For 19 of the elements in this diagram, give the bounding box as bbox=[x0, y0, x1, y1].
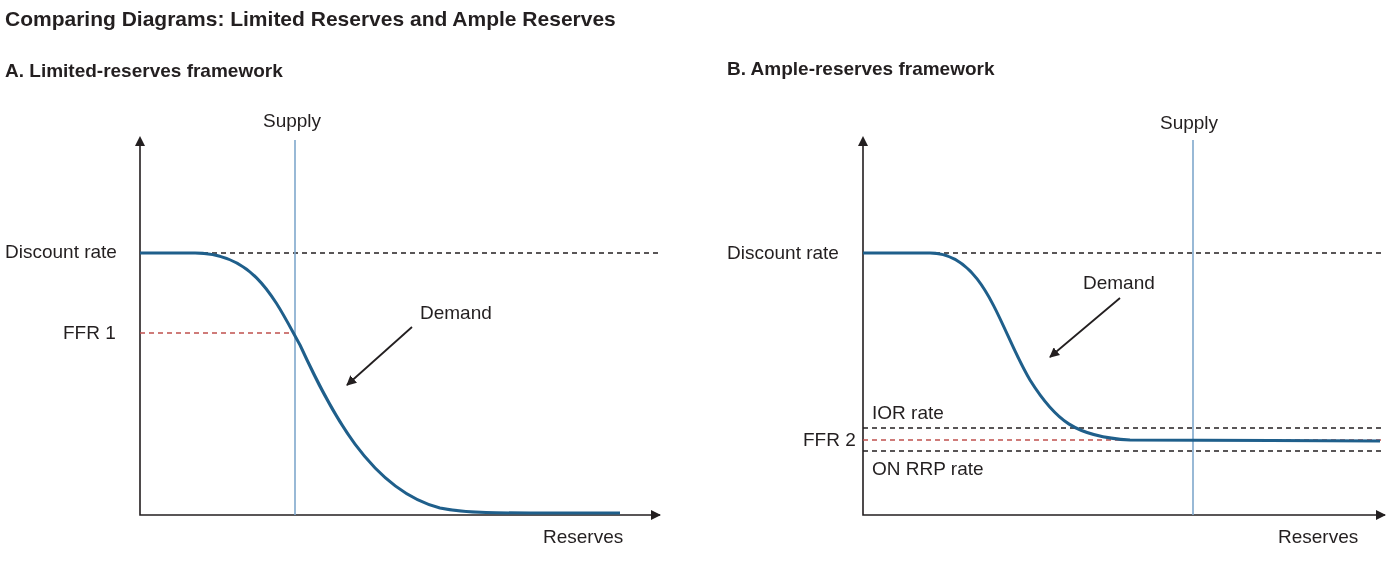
axis-label: IOR rate bbox=[872, 402, 944, 424]
axis-label: Supply bbox=[1160, 112, 1219, 134]
curve-label: Demand bbox=[1083, 272, 1155, 294]
demand-curve bbox=[140, 251, 620, 515]
leader-arrow bbox=[346, 326, 413, 386]
axis-label: FFR 2 bbox=[803, 429, 856, 451]
axis-label: Discount rate bbox=[5, 241, 117, 263]
axis-label: Discount rate bbox=[727, 242, 839, 264]
leader-arrow bbox=[1049, 297, 1121, 358]
curve-label: Demand bbox=[420, 302, 492, 324]
panel-heading: A. Limited-reserves framework bbox=[5, 60, 283, 82]
axis-label: FFR 1 bbox=[63, 322, 116, 344]
demand-curve bbox=[863, 251, 1380, 443]
axis-label: ON RRP rate bbox=[872, 458, 984, 480]
panel-heading: B. Ample-reserves framework bbox=[727, 58, 995, 80]
axis-label: Supply bbox=[263, 110, 322, 132]
axis-label: Reserves bbox=[543, 526, 624, 548]
figure-title: Comparing Diagrams: Limited Reserves and Ample Reserves bbox=[5, 8, 616, 30]
axis-label: Reserves bbox=[1278, 526, 1359, 548]
